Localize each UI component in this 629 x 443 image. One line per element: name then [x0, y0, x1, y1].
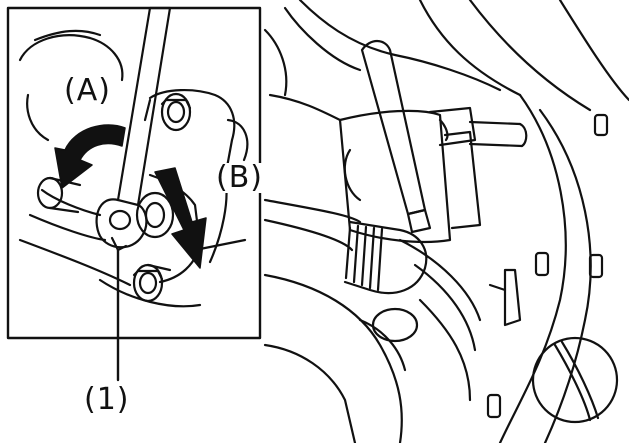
callout-label-a: (A) [64, 73, 111, 108]
bolt-icon [160, 92, 192, 132]
callout-label-1: (1) [84, 382, 130, 417]
main-assembly-view [173, 0, 629, 443]
wrench-icon [360, 39, 432, 234]
bolt-icon [132, 263, 172, 303]
rotation-arrow-icon [54, 124, 126, 189]
hose-icon [263, 198, 482, 352]
callout-label-b: (B) [214, 160, 265, 195]
down-arrow-icon [154, 167, 207, 269]
